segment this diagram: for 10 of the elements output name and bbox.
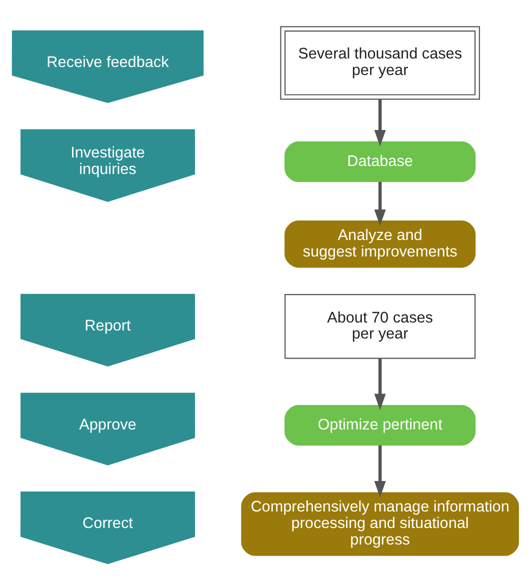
node-box: About 70 cases per year <box>284 294 476 359</box>
node-box: Several thousand cases per year <box>280 26 480 100</box>
node-box: Database <box>284 141 476 182</box>
arrow <box>374 182 386 226</box>
node-box: Analyze and suggest improvements <box>284 220 476 268</box>
arrow <box>374 445 386 498</box>
arrow <box>374 358 386 410</box>
node-box: Comprehensively manage information processing and situational progress <box>241 492 519 556</box>
node-box: Optimize pertinent <box>284 404 476 446</box>
arrow <box>374 99 386 146</box>
